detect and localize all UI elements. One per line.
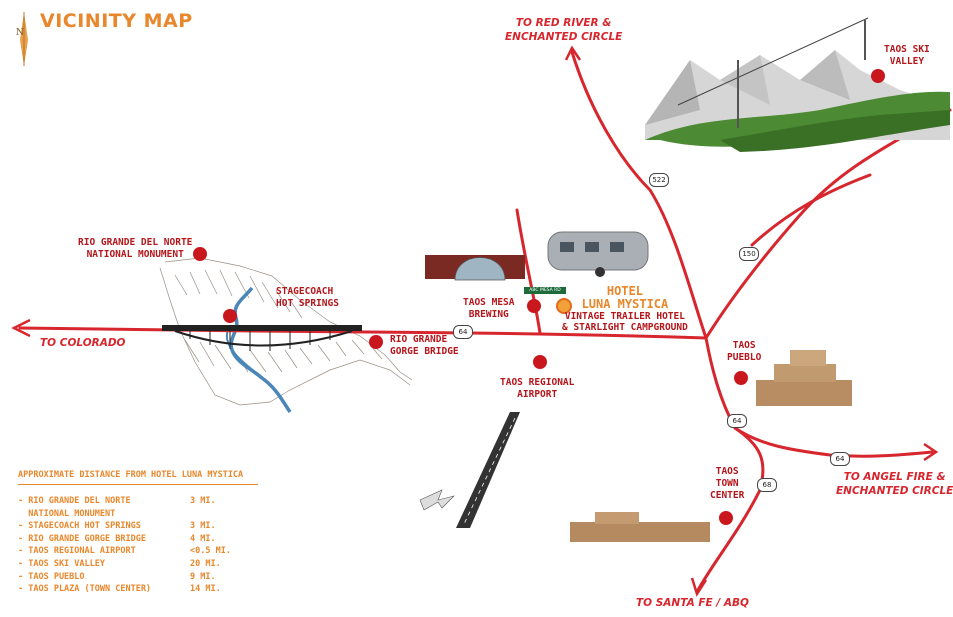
direction-angel-fire: TO ANGEL FIRE & ENCHANTED CIRCLE [836, 471, 953, 497]
hotel-luna-mystica-label: HOTEL LUNA MYSTICA VINTAGE TRAILER HOTEL… [562, 284, 688, 334]
marker-ski-valley [871, 69, 885, 83]
distance-value: 4 MI. [190, 533, 216, 544]
label-ski-valley: TAOS SKI VALLEY [884, 44, 930, 67]
taos-pueblo-building [756, 350, 852, 406]
direction-arrows [11, 45, 939, 597]
marker-rio-grande-del-norte [193, 247, 207, 261]
distance-row: - TAOS REGIONAL AIRPORT <0.5 MI. [18, 545, 258, 558]
distance-row: - TAOS PLAZA (TOWN CENTER) 14 MI. [18, 583, 258, 596]
road-us64-west [18, 326, 708, 340]
label-taos-pueblo: TAOS PUEBLO [727, 340, 762, 363]
taos-mesa-brewing-building [425, 255, 525, 281]
distance-row: - RIO GRANDE GORGE BRIDGE 4 MI. [18, 533, 258, 546]
label-gorge-bridge: RIO GRANDE GORGE BRIDGE [390, 334, 459, 357]
vintage-trailer [547, 231, 649, 277]
distance-table-heading: APPROXIMATE DISTANCE FROM HOTEL LUNA MYS… [18, 470, 258, 485]
route-shield-64: 64 [727, 414, 747, 428]
distance-value: 9 MI. [190, 571, 216, 582]
distance-value: <0.5 MI. [190, 546, 231, 557]
distance-table: APPROXIMATE DISTANCE FROM HOTEL LUNA MYS… [18, 470, 258, 596]
distance-value: 20 MI. [190, 558, 221, 569]
roads [18, 50, 952, 592]
distance-place: - RIO GRANDE GORGE BRIDGE [18, 533, 146, 544]
direction-colorado: TO COLORADO [40, 337, 126, 349]
distance-place: - TAOS PUEBLO [18, 571, 85, 582]
distance-value: 14 MI. [190, 584, 221, 595]
distance-row: - STAGECOACH HOT SPRINGS 3 MI. [18, 520, 258, 533]
road-nm522 [570, 50, 708, 340]
label-town-center: TAOS TOWN CENTER [710, 466, 745, 501]
distance-place: - TAOS PLAZA (TOWN CENTER) [18, 584, 152, 595]
distance-row: - TAOS PUEBLO 9 MI. [18, 571, 258, 584]
distance-place: - TAOS REGIONAL AIRPORT [18, 546, 136, 557]
gorge-bridge [162, 325, 362, 351]
distance-row: - TAOS SKI VALLEY 20 MI. [18, 558, 258, 571]
direction-red-river: TO RED RIVER & ENCHANTED CIRCLE [505, 17, 623, 43]
marker-gorge-bridge [369, 335, 383, 349]
marker-taos-pueblo [734, 371, 748, 385]
route-shield-64: 64 [830, 452, 850, 466]
marker-stagecoach-hot-springs [223, 309, 237, 323]
distance-row: - RIO GRANDE DEL NORTE NATIONAL MONUMENT… [18, 495, 258, 520]
hotel-marker [556, 298, 572, 314]
road-abc-mesa [515, 208, 542, 335]
route-shield-64: 64 [453, 325, 473, 339]
road-nm68 [696, 426, 765, 592]
distance-place: - STAGECOACH HOT SPRINGS [18, 521, 141, 532]
compass-letter: N [16, 28, 24, 38]
marker-airport [533, 355, 547, 369]
marker-taos-mesa-brewing [527, 299, 541, 313]
label-taos-mesa-brewing: TAOS MESA BREWING [463, 297, 515, 320]
road-us64-south [704, 336, 934, 458]
street-sign: ABC MESA RD [524, 287, 566, 294]
marker-town-center [719, 511, 733, 525]
label-airport: TAOS REGIONAL AIRPORT [500, 377, 575, 400]
map-title: VICINITY MAP [40, 10, 193, 32]
distance-value: 3 MI. [190, 496, 216, 506]
road-rd-upper [750, 173, 872, 247]
direction-santa-fe: TO SANTA FE / ABQ [636, 597, 749, 609]
compass-icon [20, 12, 28, 66]
town-center-buildings [570, 512, 710, 542]
distance-place: - TAOS SKI VALLEY [18, 558, 105, 569]
route-shield-150: 150 [739, 247, 759, 261]
distance-value: 3 MI. [190, 521, 216, 532]
route-shield-522: 522 [649, 173, 669, 187]
label-rio-grande-del-norte: RIO GRANDE DEL NORTE NATIONAL MONUMENT [78, 237, 193, 260]
road-nm150 [704, 108, 952, 340]
airport-runway [419, 412, 520, 528]
distance-place: - RIO GRANDE DEL NORTE NATIONAL MONUMENT [18, 496, 131, 519]
place-markers [193, 69, 885, 525]
route-shield-68: 68 [757, 478, 777, 492]
taos-ski-valley-mountains [645, 17, 950, 152]
label-stagecoach: STAGECOACH HOT SPRINGS [276, 286, 339, 309]
